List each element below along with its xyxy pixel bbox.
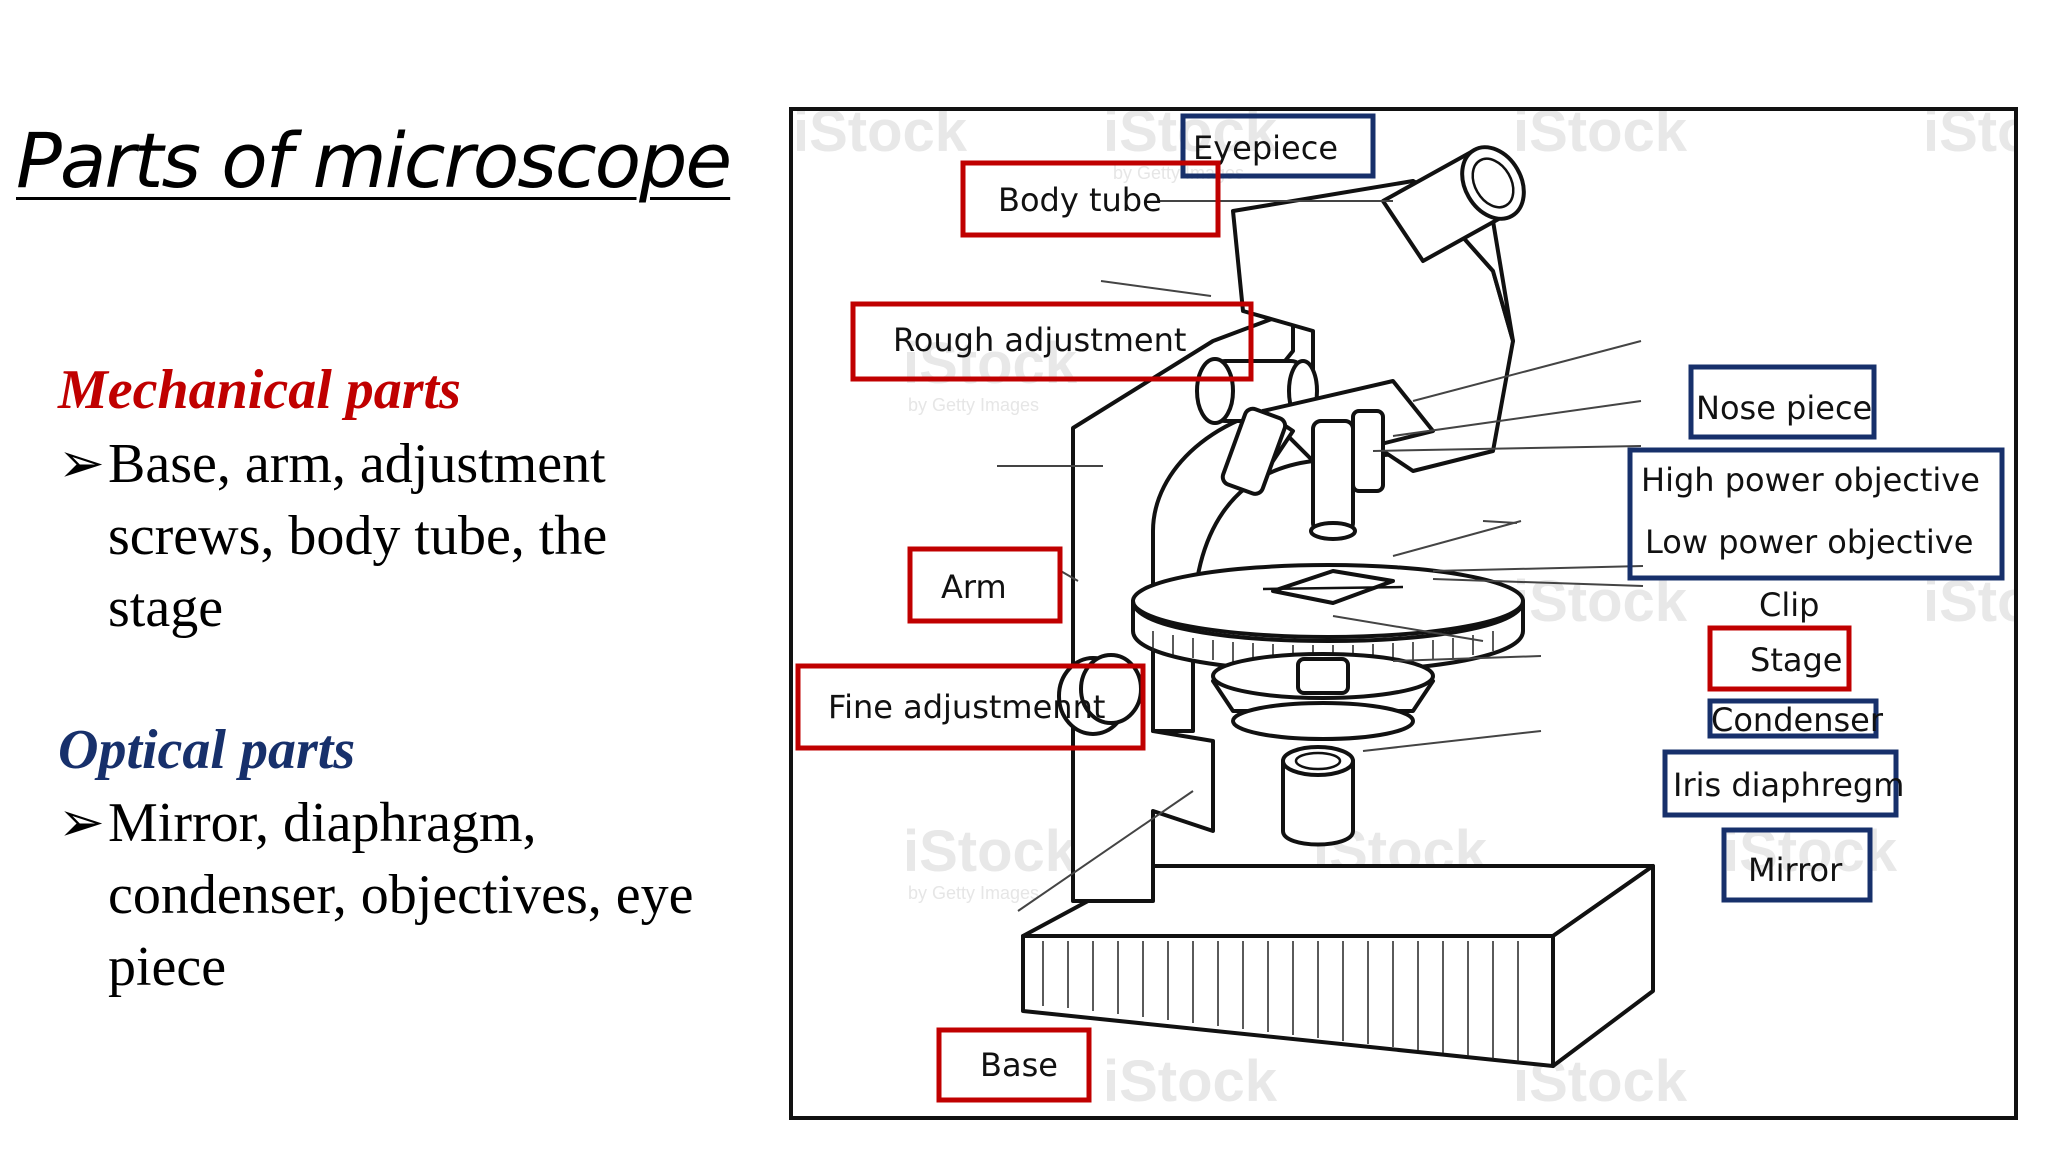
svg-text:Fine adjustmennt: Fine adjustmennt: [828, 688, 1105, 726]
watermark-credit: by Getty Images: [908, 395, 1039, 415]
condenser-group: [1211, 652, 1435, 741]
microscope-illustration: [1021, 145, 1655, 1068]
label-fine-adjustment: Fine adjustmennt: [795, 663, 1146, 751]
mechanical-parts-bullet: ➢ Base, arm, adjustment screws, body tub…: [58, 428, 698, 644]
base-block-front: [1021, 934, 1555, 1068]
svg-text:Nose piece: Nose piece: [1696, 389, 1872, 427]
label-clip: Clip: [1759, 586, 1819, 624]
watermark-brand: iStock: [1513, 111, 1688, 164]
svg-text:Stage: Stage: [1750, 641, 1842, 679]
watermark-brand: iStock: [903, 331, 1078, 396]
svg-text:Iris diaphregm: Iris diaphregm: [1673, 766, 1904, 804]
optical-parts-heading: Optical parts: [58, 719, 356, 781]
mirror-cylinder: [1281, 745, 1355, 847]
slide-title: Parts of microscope: [16, 116, 732, 205]
watermark-brand: iStock: [1923, 111, 2014, 164]
svg-text:Arm: Arm: [941, 568, 1007, 606]
label-eyepiece: Eyepiece: [1180, 113, 1376, 179]
optical-parts-text: Mirror, diaphragm, condenser, objectives…: [108, 792, 694, 998]
fine-adjustment-knob: [1057, 653, 1143, 736]
label-iris-diaphragm: Iris diaphregm: [1662, 749, 1904, 818]
svg-text:Mirror: Mirror: [1748, 851, 1843, 889]
svg-text:Rough adjustment: Rough adjustment: [893, 321, 1186, 359]
watermark-brand: iStock: [903, 819, 1078, 884]
microscope-diagram: iStock iStock iStock iStock by Getty Ima…: [789, 107, 2018, 1120]
label-objectives: High power objective Low power objective: [1627, 447, 2005, 581]
bullet-arrow-icon: ➢: [58, 792, 105, 854]
watermark-brand: iStock: [1103, 111, 1278, 164]
watermark-brand: iStock: [1103, 1049, 1278, 1114]
optical-parts-bullet: ➢ Mirror, diaphragm, condenser, objectiv…: [58, 787, 698, 1003]
svg-text:Low power objective: Low power objective: [1645, 523, 1973, 561]
eyepiece-tube: [1381, 145, 1526, 263]
mechanical-parts-text: Base, arm, adjustment screws, body tube,…: [108, 433, 608, 639]
watermark-brand: iStock: [793, 111, 968, 164]
svg-text:Clip: Clip: [1759, 586, 1819, 624]
mechanical-parts-heading: Mechanical parts: [58, 359, 461, 421]
base-block-side: [1551, 864, 1655, 1068]
bullet-arrow-icon: ➢: [58, 433, 105, 495]
label-body-tube: Body tube: [960, 160, 1221, 238]
label-condenser: Condenser: [1707, 698, 1884, 739]
label-rough-adjustment: Rough adjustment: [850, 301, 1254, 382]
label-base: Base: [936, 1027, 1092, 1103]
svg-text:Condenser: Condenser: [1711, 701, 1884, 739]
svg-text:Base: Base: [980, 1046, 1058, 1084]
label-stage: Stage: [1707, 625, 1852, 692]
label-arm: Arm: [907, 546, 1063, 624]
svg-text:High power objective: High power objective: [1641, 461, 1980, 499]
leader-lines: [997, 200, 1644, 912]
label-nose-piece: Nose piece: [1688, 364, 1877, 440]
svg-text:Body tube: Body tube: [998, 181, 1162, 219]
label-mirror: Mirror: [1721, 827, 1873, 903]
base-hatching: [1042, 941, 1519, 1062]
nose-piece-group: [1220, 379, 1435, 541]
watermark-credit: by Getty Images: [908, 883, 1039, 903]
